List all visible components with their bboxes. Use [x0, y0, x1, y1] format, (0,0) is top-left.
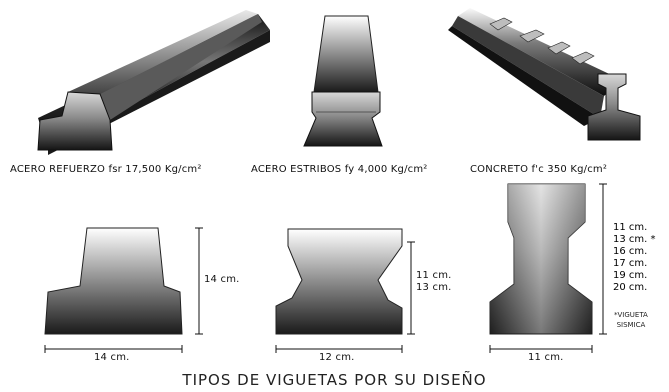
seismic-note: *VIGUETA SISMICA	[614, 310, 648, 330]
section-3-height-label: 13 cm. *	[613, 234, 656, 245]
section-1-height-label: 14 cm.	[204, 274, 240, 285]
section-1-width-label: 14 cm.	[94, 352, 130, 363]
stirrup-joist-perspective	[303, 15, 383, 147]
caption-concrete: CONCRETO f'c 350 Kg/cm²	[470, 164, 608, 175]
caption-steel-stirrups: ACERO ESTRIBOS fy 4,000 Kg/cm²	[251, 164, 428, 175]
figure-title: TIPOS DE VIGUETAS POR SU DISEÑO	[182, 371, 487, 389]
concrete-joist-perspective	[448, 8, 641, 141]
section-3-height-label: 19 cm.	[613, 270, 648, 281]
caption-steel-reinforcement: ACERO REFUERZO fsr 17,500 Kg/cm²	[10, 164, 202, 175]
section-3-height-label: 16 cm.	[613, 246, 648, 257]
section-2-height-label-2: 13 cm.	[416, 282, 452, 293]
section-2-height-label-1: 11 cm.	[416, 270, 452, 281]
seismic-note-line: SISMICA	[616, 321, 646, 329]
section-2-width-label: 12 cm.	[319, 352, 355, 363]
section-3-height-label: 20 cm.	[613, 282, 648, 293]
section-12cm	[275, 228, 415, 353]
section-3-height-label: 17 cm.	[613, 258, 648, 269]
section-14cm	[44, 227, 203, 353]
section-11cm	[489, 183, 607, 353]
section-3-height-list: 11 cm. 13 cm. * 16 cm. 17 cm. 19 cm. 20 …	[613, 222, 656, 294]
reinforced-joist-perspective	[37, 10, 270, 155]
seismic-note-line: *VIGUETA	[614, 311, 648, 319]
section-3-width-label: 11 cm.	[528, 352, 564, 363]
section-3-height-label: 11 cm.	[613, 222, 648, 233]
